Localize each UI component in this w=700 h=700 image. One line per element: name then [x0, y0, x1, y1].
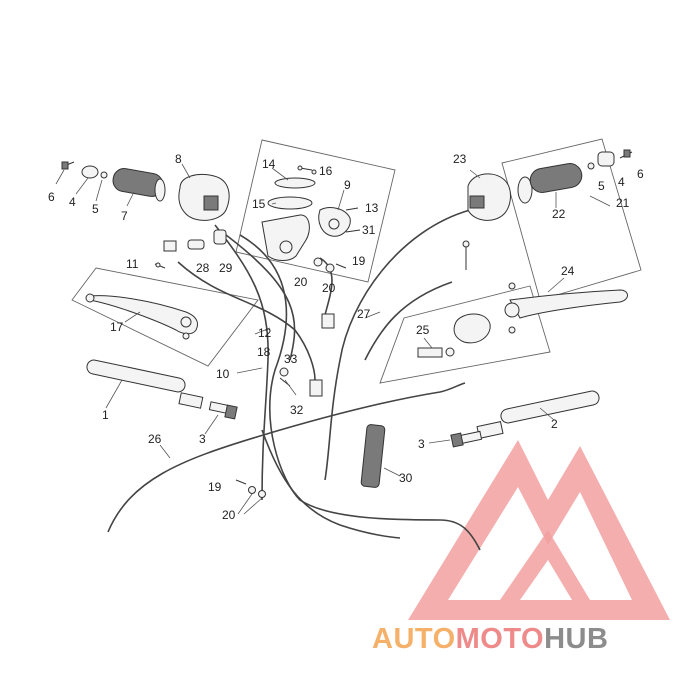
part-4-bar-end-right [597, 151, 615, 167]
part-11-screw [154, 262, 166, 269]
part-5-washer-left [100, 171, 108, 179]
callout-11: 11 [126, 257, 139, 271]
callout-16: 16 [319, 164, 333, 178]
part-1-left-handlebar [86, 359, 204, 409]
callout-6-left: 6 [48, 190, 55, 204]
callout-9: 9 [344, 178, 351, 192]
callout-19-upper: 19 [352, 254, 366, 268]
subassembly-box-right-grip [501, 138, 642, 301]
callout-20-lower: 20 [222, 508, 236, 522]
part-3-bolt-right [450, 430, 483, 448]
part-6-screw-left [61, 161, 75, 170]
callout-14: 14 [262, 157, 276, 171]
callout-20-upper-a: 20 [294, 275, 308, 289]
callout-19-lower: 19 [208, 480, 222, 494]
part-23-right-switch [467, 173, 511, 221]
part-28-connector [187, 239, 205, 250]
callout-27: 27 [357, 307, 371, 321]
callout-31: 31 [362, 223, 376, 237]
part-5-washer-right [587, 162, 595, 170]
part-3-bolt-left [208, 401, 238, 420]
callout-8: 8 [175, 152, 182, 166]
part-7-left-grip [112, 168, 166, 202]
part-8-left-switch [178, 174, 230, 221]
part-22-throttle-grip [517, 163, 583, 204]
part-4-bar-end-left [81, 165, 99, 179]
callout-3-right: 3 [418, 437, 425, 451]
part-19-screw-lower [235, 479, 247, 485]
cable-lower [261, 429, 401, 539]
part-16-screw [297, 165, 317, 175]
part-31-screw [345, 229, 361, 233]
part-30-spring [360, 424, 386, 488]
callout-28: 28 [196, 261, 210, 275]
callout-18: 18 [257, 345, 271, 359]
callout-33: 33 [284, 352, 298, 366]
svg-text:AUTOMOTOHUB: AUTOMOTOHUB [372, 623, 608, 655]
callout-17: 17 [110, 320, 124, 334]
callout-5-left: 5 [92, 202, 99, 216]
callout-20-upper-b: 20 [322, 281, 336, 295]
part-29-cable-clip [213, 229, 227, 245]
callout-6-right: 6 [637, 167, 644, 181]
part-15-seal [267, 196, 313, 210]
callout-2: 2 [551, 417, 558, 431]
part-connector-mid [309, 379, 323, 397]
callout-7: 7 [121, 209, 128, 223]
watermark-text-moto: MOTO [456, 623, 544, 655]
callout-4-right: 4 [618, 175, 625, 189]
watermark-logo [408, 440, 670, 620]
watermark-text: AUTOMOTOHUB [372, 623, 608, 655]
part-33-spring [279, 367, 289, 377]
callout-29: 29 [219, 261, 233, 275]
cable-harness-right [319, 257, 333, 316]
part-24-right-lever [504, 282, 628, 334]
part-throttle-cable-fitting [462, 240, 470, 270]
cable-harness-left [177, 261, 316, 381]
cable-10 [214, 224, 269, 501]
callout-5-right: 5 [598, 179, 605, 193]
callout-12: 12 [258, 326, 272, 340]
part-6-screw-right [619, 149, 633, 159]
part-master-cylinder [261, 214, 310, 261]
part-13-screw [345, 207, 359, 211]
cable-27b [364, 281, 453, 361]
callout-4-left: 4 [69, 195, 76, 209]
watermark-text-auto: AUTO [372, 623, 456, 655]
part-left-switch-connector [163, 240, 177, 252]
subassembly-box-left-switch [235, 139, 396, 283]
part-17-left-lever [85, 293, 199, 340]
callout-26: 26 [148, 432, 162, 446]
callout-1: 1 [102, 408, 109, 422]
subassembly-box-right-lever [379, 285, 551, 384]
part-20-nut-lower [248, 486, 266, 498]
part-25-lever-bracket [417, 313, 491, 358]
cable-26 [107, 382, 466, 533]
watermark-text-hub: HUB [544, 623, 608, 655]
part-19-screw [335, 263, 347, 269]
part-9-clamp [318, 207, 351, 237]
cable-27 [324, 209, 471, 481]
part-14-gasket [274, 177, 316, 189]
cable-12 [221, 231, 296, 361]
callout-24: 24 [561, 264, 575, 278]
callout-15: 15 [252, 197, 266, 211]
callout-22: 22 [552, 207, 566, 221]
callout-10: 10 [216, 367, 230, 381]
callout-25: 25 [416, 323, 430, 337]
part-brake-switch-connector [321, 313, 335, 329]
callout-23: 23 [453, 152, 467, 166]
callout-3-left: 3 [199, 432, 206, 446]
part-2-right-handlebar [476, 390, 600, 439]
leader-lines [55, 163, 611, 515]
callout-21: 21 [616, 196, 630, 210]
callout-30: 30 [399, 471, 413, 485]
callout-labels: 6 4 5 7 8 14 16 9 15 13 31 11 28 29 19 2… [48, 152, 644, 522]
cables [107, 209, 481, 551]
callout-32: 32 [290, 403, 304, 417]
subassembly-box-left-lever [71, 267, 259, 367]
callout-13: 13 [365, 201, 379, 215]
part-20-nut [313, 257, 335, 273]
